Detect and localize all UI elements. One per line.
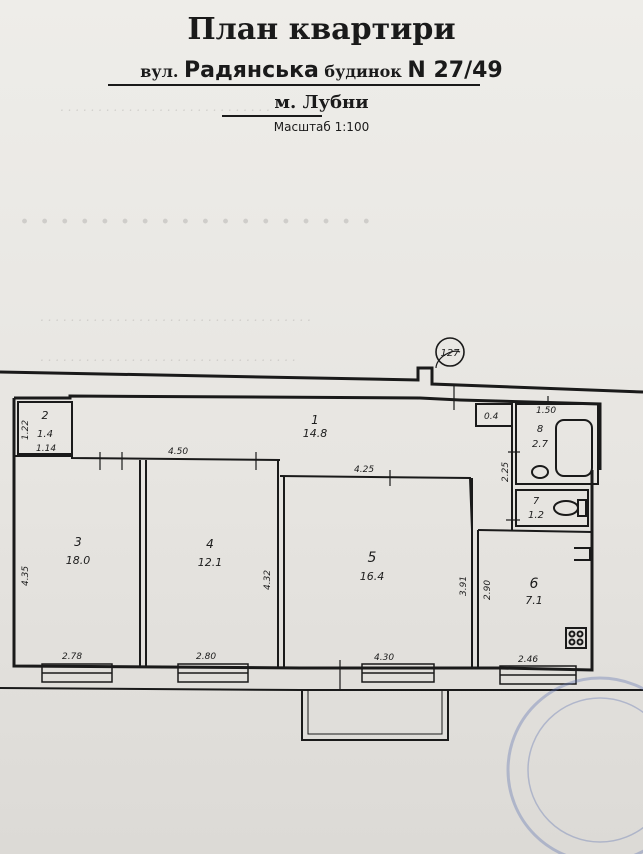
plan-title: План квартири [187,12,456,47]
dim-room3-width: 2.78 [62,652,82,662]
room-7-number: 7 [533,496,540,507]
dim-storage-height: 1.22 [21,420,31,440]
dim-wc-depth: 2.25 [501,462,511,482]
address-line: вул. Радянська будинок N 27/49 [0,58,643,83]
address-underline [108,84,480,86]
room-4-area: 12.1 [198,556,223,569]
room-4-number: 4 [206,537,214,551]
room-1-number: 1 [311,413,319,427]
dim-storage-width: 1.14 [36,444,56,454]
dim-room4-height: 4.32 [263,570,273,590]
room-6-number: 6 [530,576,539,592]
building-word: будинок [324,62,402,81]
dim-room3-height: 4.35 [21,566,31,586]
room-6-area: 7.1 [525,594,543,607]
dim-niche-width: 0.4 [484,412,499,422]
official-stamp [506,676,643,854]
room-8-area: 2.7 [532,439,549,450]
room-7-area: 1.2 [528,510,544,521]
dim-room5-bottom: 4.30 [374,653,394,663]
street-name: Радянська [184,58,319,83]
dim-room5-width: 4.25 [354,465,374,475]
dim-room4-width: 2.80 [196,652,216,662]
dim-corridor-length: 4.50 [168,447,188,457]
city-underline [222,115,322,117]
dim-room6-width: 2.46 [518,655,538,665]
dim-bath-width: 1.50 [536,406,556,416]
street-prefix: вул. [140,62,179,81]
city-name: м. Лубни [274,92,369,113]
room-3-number: 3 [74,535,82,549]
room-5-area: 16.4 [360,570,385,583]
room-5-number: 5 [368,550,377,566]
building-number: N 27/49 [407,58,503,83]
room-3-area: 18.0 [66,554,91,567]
dim-room5-height: 3.91 [459,576,469,596]
room-2-area: 1.4 [37,429,53,440]
marker-label: 127 [440,348,460,359]
room-8-number: 8 [537,424,543,435]
marker-circle [435,337,465,367]
scale-label: Масштаб 1:100 [273,120,370,134]
dim-room6-height: 2.90 [483,580,493,600]
room-1-area: 14.8 [303,427,328,440]
room-2-number: 2 [42,409,49,422]
